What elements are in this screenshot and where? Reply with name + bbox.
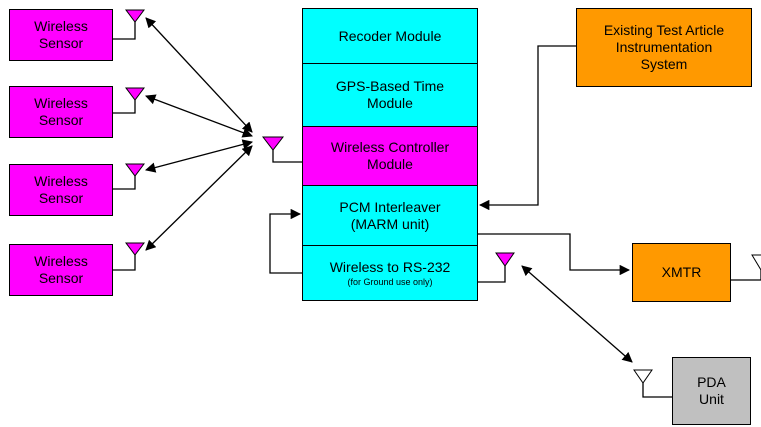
pcm-module-label-line1: PCM Interleaver xyxy=(339,198,441,215)
sensor-4-feed xyxy=(113,255,136,271)
wireless-link-3 xyxy=(144,139,254,173)
sensor-3-feed xyxy=(113,176,136,190)
sensor-label-line1: Wireless xyxy=(34,95,88,111)
sensor-label-line2: Sensor xyxy=(38,112,84,128)
controller-module-label-line2: Module xyxy=(367,156,413,172)
sensor-label-line2: Sensor xyxy=(38,190,84,206)
existing-system-label-line1: Existing Test Article xyxy=(603,22,725,38)
sensor-label-line1: Wireless xyxy=(34,253,88,269)
pda-antenna-icon xyxy=(633,369,653,384)
rs232-module-label-line1: Wireless to RS-232 xyxy=(329,258,451,275)
sensor-label-line2: Sensor xyxy=(38,35,84,51)
existing-system-label-line3: System xyxy=(640,56,688,72)
wireless-link-1 xyxy=(145,17,253,133)
sensor-4-antenna-icon xyxy=(125,242,145,256)
pda-antenna-feed xyxy=(642,383,672,398)
sensor-label-line1: Wireless xyxy=(34,18,88,34)
sensor-2-feed xyxy=(113,100,136,114)
wireless-rs232-module: Wireless to RS-232 (for Ground use only) xyxy=(302,245,478,301)
pda-unit: PDA Unit xyxy=(672,357,751,425)
wireless-sensor-3: Wireless Sensor xyxy=(9,164,113,216)
xmtr-label: XMTR xyxy=(661,264,702,280)
gps-module-label-line1: GPS-Based Time xyxy=(335,78,445,94)
gps-module-label-line2: Module xyxy=(367,95,413,111)
sensor-label-line2: Sensor xyxy=(38,270,84,286)
wireless-link-2 xyxy=(145,94,253,138)
xmtr-box: XMTR xyxy=(632,243,731,302)
rs232-to-pcm-line xyxy=(269,208,302,274)
gps-time-module: GPS-Based Time Module xyxy=(302,63,478,127)
controller-module-label-line1: Wireless Controller xyxy=(330,139,450,155)
existing-to-pcm-line xyxy=(478,45,576,211)
wireless-sensor-2: Wireless Sensor xyxy=(9,86,113,138)
rs232-module-label-line2: (for Ground use only) xyxy=(347,276,433,287)
pcm-module-label-line2: (MARM unit) xyxy=(350,215,430,232)
pcm-to-xmtr-line xyxy=(478,233,631,276)
wireless-link-4 xyxy=(145,145,253,251)
xmtr-antenna-icon xyxy=(751,254,761,271)
controller-antenna-icon xyxy=(261,136,285,151)
pda-label-line1: PDA xyxy=(697,374,726,390)
wireless-sensor-4: Wireless Sensor xyxy=(9,244,113,296)
rs232-antenna-feed xyxy=(478,266,506,283)
existing-instrumentation-system: Existing Test Article Instrumentation Sy… xyxy=(576,8,752,87)
sensor-1-feed xyxy=(113,22,136,40)
pda-label-line2: Unit xyxy=(699,391,724,407)
sensor-label-line1: Wireless xyxy=(34,173,88,189)
recorder-module-label: Recoder Module xyxy=(338,27,442,44)
pda-wireless-link xyxy=(521,265,633,363)
pcm-interleaver-module: PCM Interleaver (MARM unit) xyxy=(302,185,478,246)
wireless-sensor-1: Wireless Sensor xyxy=(9,9,113,61)
sensor-3-antenna-icon xyxy=(125,163,145,177)
rs232-antenna-icon xyxy=(495,252,515,267)
sensor-1-antenna-icon xyxy=(125,9,145,23)
controller-antenna-feed xyxy=(272,150,302,163)
wireless-controller-module: Wireless Controller Module xyxy=(302,126,478,186)
sensor-2-antenna-icon xyxy=(125,87,145,101)
recorder-module: Recoder Module xyxy=(302,8,478,64)
existing-system-label-line2: Instrumentation xyxy=(615,39,713,55)
